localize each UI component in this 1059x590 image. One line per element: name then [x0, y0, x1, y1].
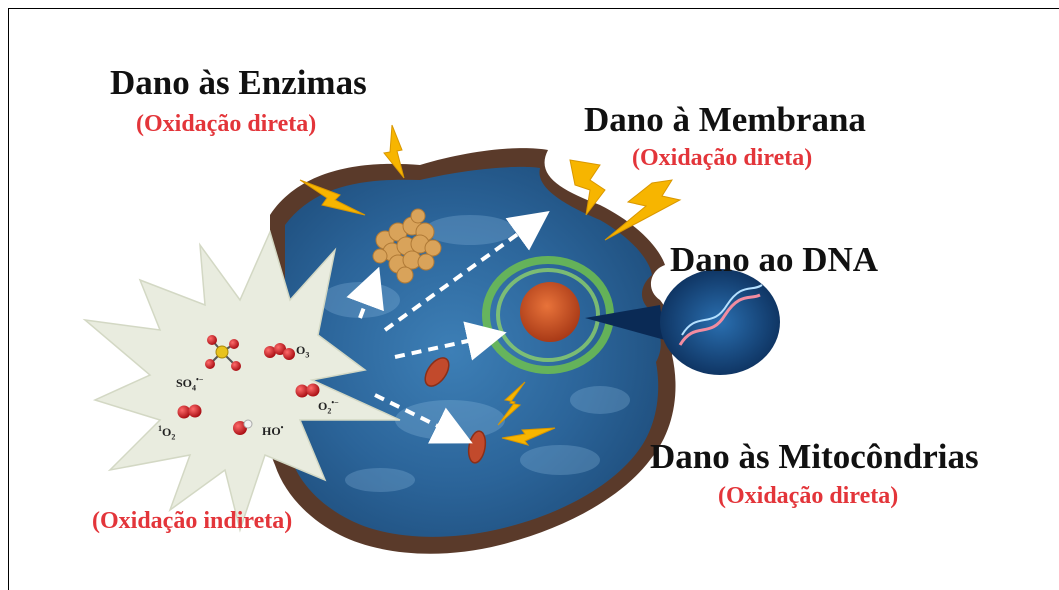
sulfate-text: SO — [176, 376, 192, 390]
lightning-icon — [605, 180, 680, 240]
superoxide-label: O2•− — [318, 398, 339, 415]
superoxide-subscript: 2 — [327, 406, 331, 415]
singlet-text: O — [162, 425, 171, 439]
hydroxyl-superscript: • — [281, 423, 284, 432]
nucleus — [520, 282, 580, 342]
dna-title: Dano ao DNA — [670, 240, 878, 280]
indirect-oxidation-label: (Oxidação indireta) — [92, 508, 292, 535]
superoxide-text: O — [318, 399, 327, 413]
mitochondria-subtitle: (Oxidação direta) — [718, 483, 898, 510]
membrane-title: Dano à Membrana — [584, 100, 866, 140]
enzymes-title: Dano às Enzimas — [110, 63, 367, 103]
ozone-text: O — [296, 343, 305, 357]
sulfate-superscript: •− — [196, 375, 203, 384]
ozone-label: O3 — [296, 343, 309, 359]
hydroxyl-label: HO• — [262, 423, 283, 439]
ozone-subscript: 3 — [305, 350, 309, 359]
singlet-subscript: 2 — [171, 432, 175, 441]
membrane-subtitle: (Oxidação direta) — [632, 145, 812, 172]
mitochondria-title: Dano às Mitocôndrias — [650, 437, 979, 477]
hydroxyl-text: HO — [262, 424, 281, 438]
sulfate-radical-label: SO4•− — [176, 375, 203, 392]
superoxide-superscript: •− — [331, 398, 338, 407]
sulfate-subscript: 4 — [192, 383, 196, 392]
singlet-oxygen-label: 1O2 — [158, 424, 175, 441]
enzymes-subtitle: (Oxidação direta) — [136, 111, 316, 138]
